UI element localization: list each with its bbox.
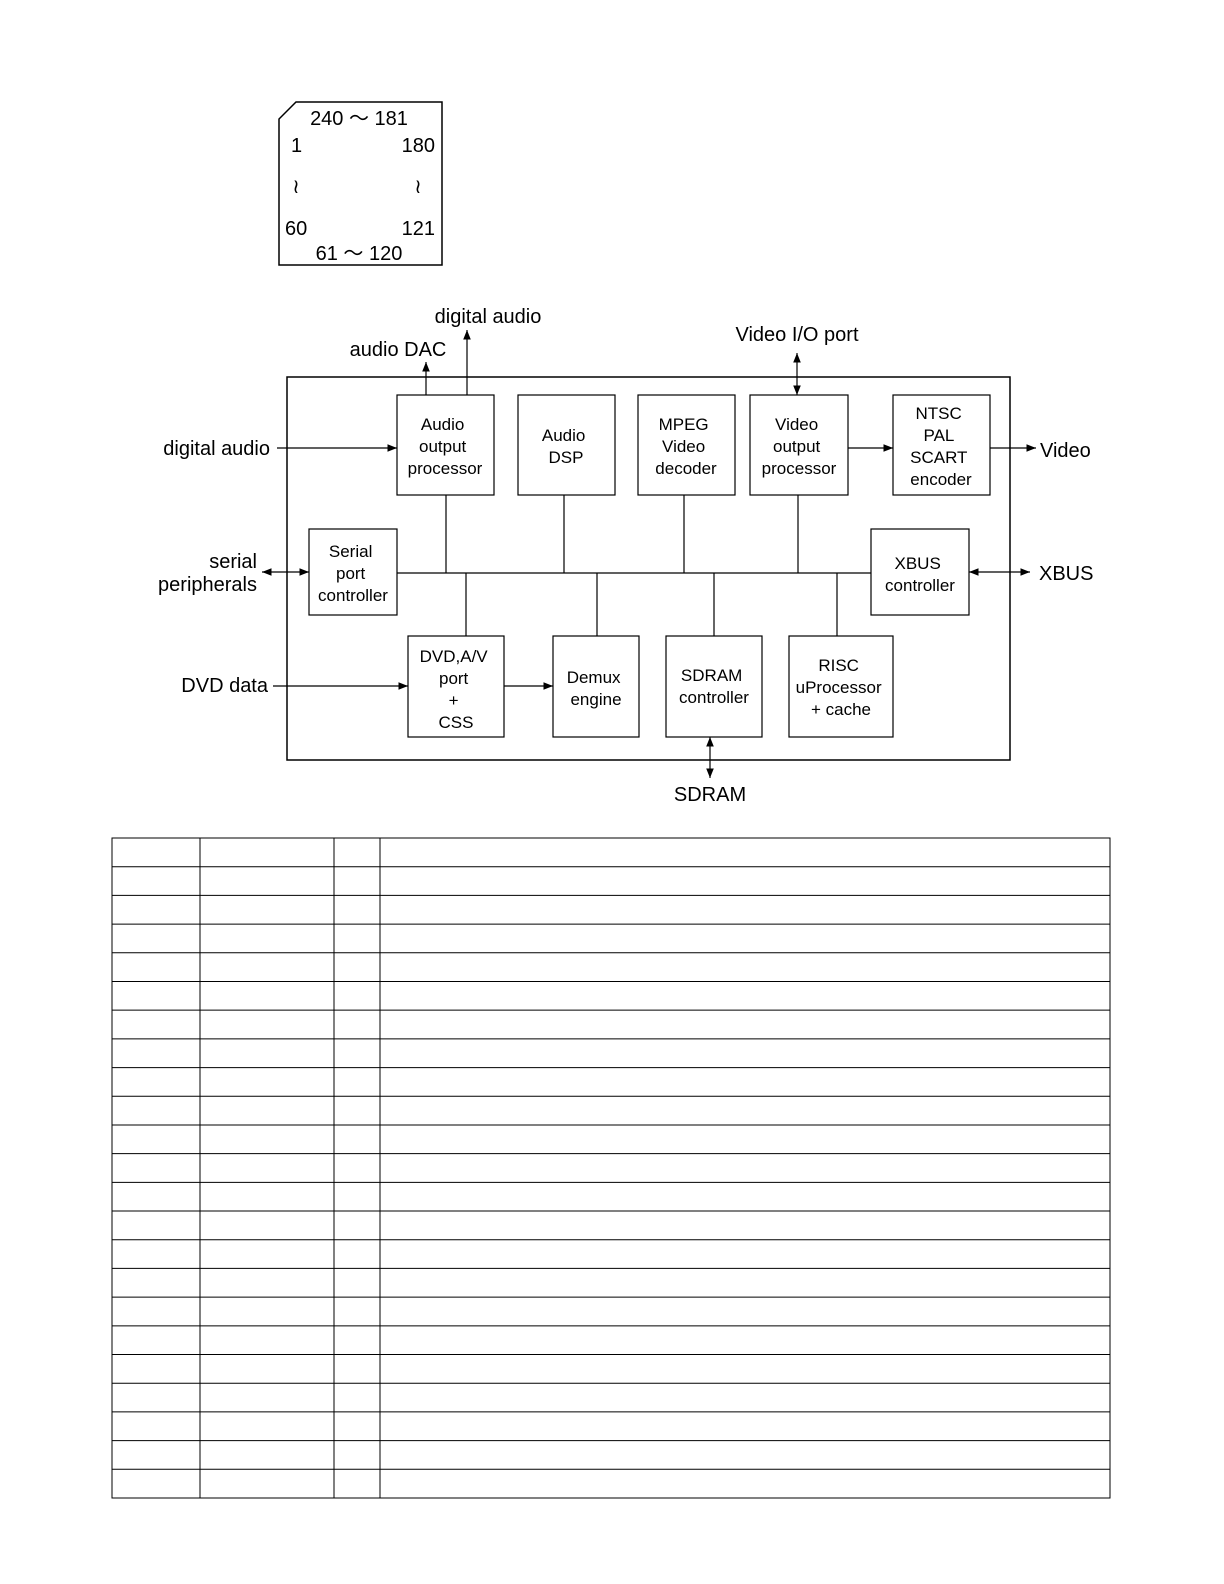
serial-port-controller-text: Serial port controller — [318, 542, 388, 605]
risc-processor-box — [788, 635, 894, 738]
sdram-label: SDRAM — [674, 784, 746, 806]
mpeg-decoder-box — [637, 394, 736, 496]
serial-port-controller-box — [308, 528, 398, 616]
sdram-controller-text: SDRAM controller — [679, 666, 749, 707]
video-output-label: Video — [1040, 440, 1091, 462]
ic-package: 240 ～ 181 1 180 ≀ ≀ 60 121 61 ～ 120 — [278, 101, 443, 266]
demux-engine-box — [552, 635, 640, 738]
left-wave-glyph: ≀ — [292, 176, 300, 198]
pin-table-border — [111, 837, 1111, 1499]
xbus-label: XBUS — [1039, 563, 1093, 585]
xbus-controller-box — [870, 528, 970, 616]
digital-audio-output-label: digital audio — [435, 306, 542, 328]
pin-60-label: 60 — [285, 218, 307, 240]
encoder-text: NTSC PAL SCART encoder — [910, 404, 972, 489]
digital-audio-input-label: digital audio — [163, 438, 270, 460]
audio-dac-label: audio DAC — [350, 339, 447, 361]
signal-arrows — [262, 330, 1036, 778]
xbus-controller-text: XBUS controller — [885, 554, 955, 595]
dvd-port-box — [407, 635, 505, 738]
dvd-data-label: DVD data — [181, 675, 269, 697]
dvd-port-text: DVD,A/V port + CSS — [420, 647, 493, 732]
pin-1-label: 1 — [291, 135, 302, 157]
encoder-box — [892, 394, 991, 496]
pin-table — [111, 837, 1111, 1499]
pin-180-label: 180 — [402, 135, 435, 157]
pin-121-label: 121 — [402, 218, 435, 240]
right-wave-glyph: ≀ — [414, 176, 422, 198]
sdram-controller-box — [665, 635, 763, 738]
serial-label-line1: serial — [209, 551, 257, 573]
risc-processor-text: RISC uProcessor + cache — [796, 656, 887, 719]
video-output-processor-box — [749, 394, 849, 496]
pin-range-top: 240 ～ 181 — [310, 108, 408, 130]
pin-range-bottom: 61 ～ 120 — [316, 243, 403, 265]
demux-engine-text: Demux engine — [567, 668, 626, 709]
audio-dsp-text: Audio DSP — [542, 426, 590, 467]
audio-output-processor-text: Audio output processor — [408, 415, 483, 478]
video-output-processor-text: Video output processor — [762, 415, 837, 478]
audio-dsp-box — [517, 394, 616, 496]
mpeg-decoder-text: MPEG Video decoder — [655, 415, 717, 478]
video-io-port-label: Video I/O port — [735, 324, 858, 346]
block-rects — [308, 394, 991, 738]
serial-label-line2: peripherals — [158, 574, 257, 596]
internal-bus — [397, 495, 871, 636]
audio-output-processor-box — [396, 394, 495, 496]
